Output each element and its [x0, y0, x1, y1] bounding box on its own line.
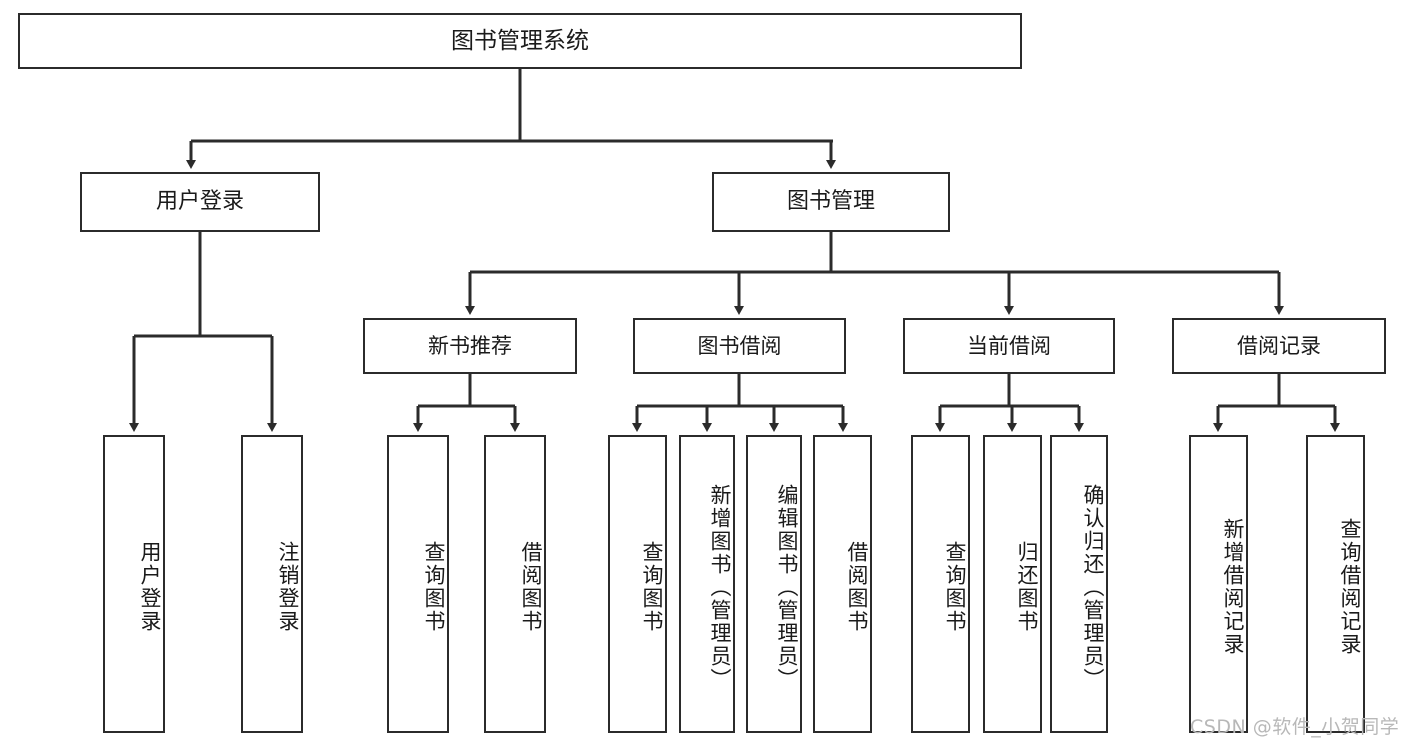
node-label: 当前借阅 — [967, 333, 1051, 358]
node-label: 新增图书（管理员） — [708, 483, 732, 691]
leaf-bookborrow-edit-book-admin[interactable]: 编辑图书（管理员） — [746, 435, 802, 733]
leaf-borrowrecord-query-record[interactable]: 查询借阅记录 — [1306, 435, 1365, 733]
node-label: 新书推荐 — [428, 333, 512, 358]
node-label: 图书管理 — [786, 189, 875, 215]
leaf-newbook-query-book[interactable]: 查询图书 — [387, 435, 449, 733]
node-label: 归还图书 — [1015, 541, 1039, 633]
leaf-bookborrow-add-book-admin[interactable]: 新增图书（管理员） — [679, 435, 735, 733]
node-book-borrow[interactable]: 图书借阅 — [633, 318, 846, 374]
node-label: 查询图书 — [640, 541, 664, 633]
leaf-newbook-borrow-book[interactable]: 借阅图书 — [484, 435, 546, 733]
node-label: 查询图书 — [422, 541, 446, 633]
node-user-login[interactable]: 用户登录 — [80, 172, 320, 232]
leaf-currentborrow-query-book[interactable]: 查询图书 — [911, 435, 970, 733]
leaf-bookborrow-borrow-book[interactable]: 借阅图书 — [813, 435, 872, 733]
node-root-system[interactable]: 图书管理系统 — [18, 13, 1022, 69]
leaf-bookborrow-query-book[interactable]: 查询图书 — [608, 435, 667, 733]
leaf-user-logout[interactable]: 注销登录 — [241, 435, 303, 733]
node-label: 图书借阅 — [697, 333, 782, 358]
node-label: 用户登录 — [155, 189, 244, 215]
leaf-currentborrow-confirm-return-admin[interactable]: 确认归还（管理员） — [1050, 435, 1108, 733]
node-label: 借阅图书 — [519, 541, 543, 633]
node-book-manage[interactable]: 图书管理 — [712, 172, 950, 232]
leaf-borrowrecord-add-record[interactable]: 新增借阅记录 — [1189, 435, 1248, 733]
node-label: 借阅记录 — [1237, 333, 1321, 358]
node-current-borrow[interactable]: 当前借阅 — [903, 318, 1115, 374]
node-label: 注销登录 — [276, 541, 300, 633]
node-label: 查询图书 — [943, 541, 967, 633]
node-label: 确认归还（管理员） — [1081, 483, 1105, 691]
leaf-currentborrow-return-book[interactable]: 归还图书 — [983, 435, 1042, 733]
node-label: 查询借阅记录 — [1338, 518, 1362, 656]
node-label: 新增借阅记录 — [1221, 518, 1245, 656]
node-new-book-recommend[interactable]: 新书推荐 — [363, 318, 577, 374]
csdn-watermark: CSDN @软件_小贺同学 — [1190, 716, 1400, 738]
node-label: 借阅图书 — [845, 541, 869, 633]
node-borrow-record[interactable]: 借阅记录 — [1172, 318, 1386, 374]
node-label: 用户登录 — [138, 541, 162, 633]
node-label: 图书管理系统 — [451, 27, 589, 54]
leaf-user-login[interactable]: 用户登录 — [103, 435, 165, 733]
node-label: 编辑图书（管理员） — [775, 483, 799, 691]
